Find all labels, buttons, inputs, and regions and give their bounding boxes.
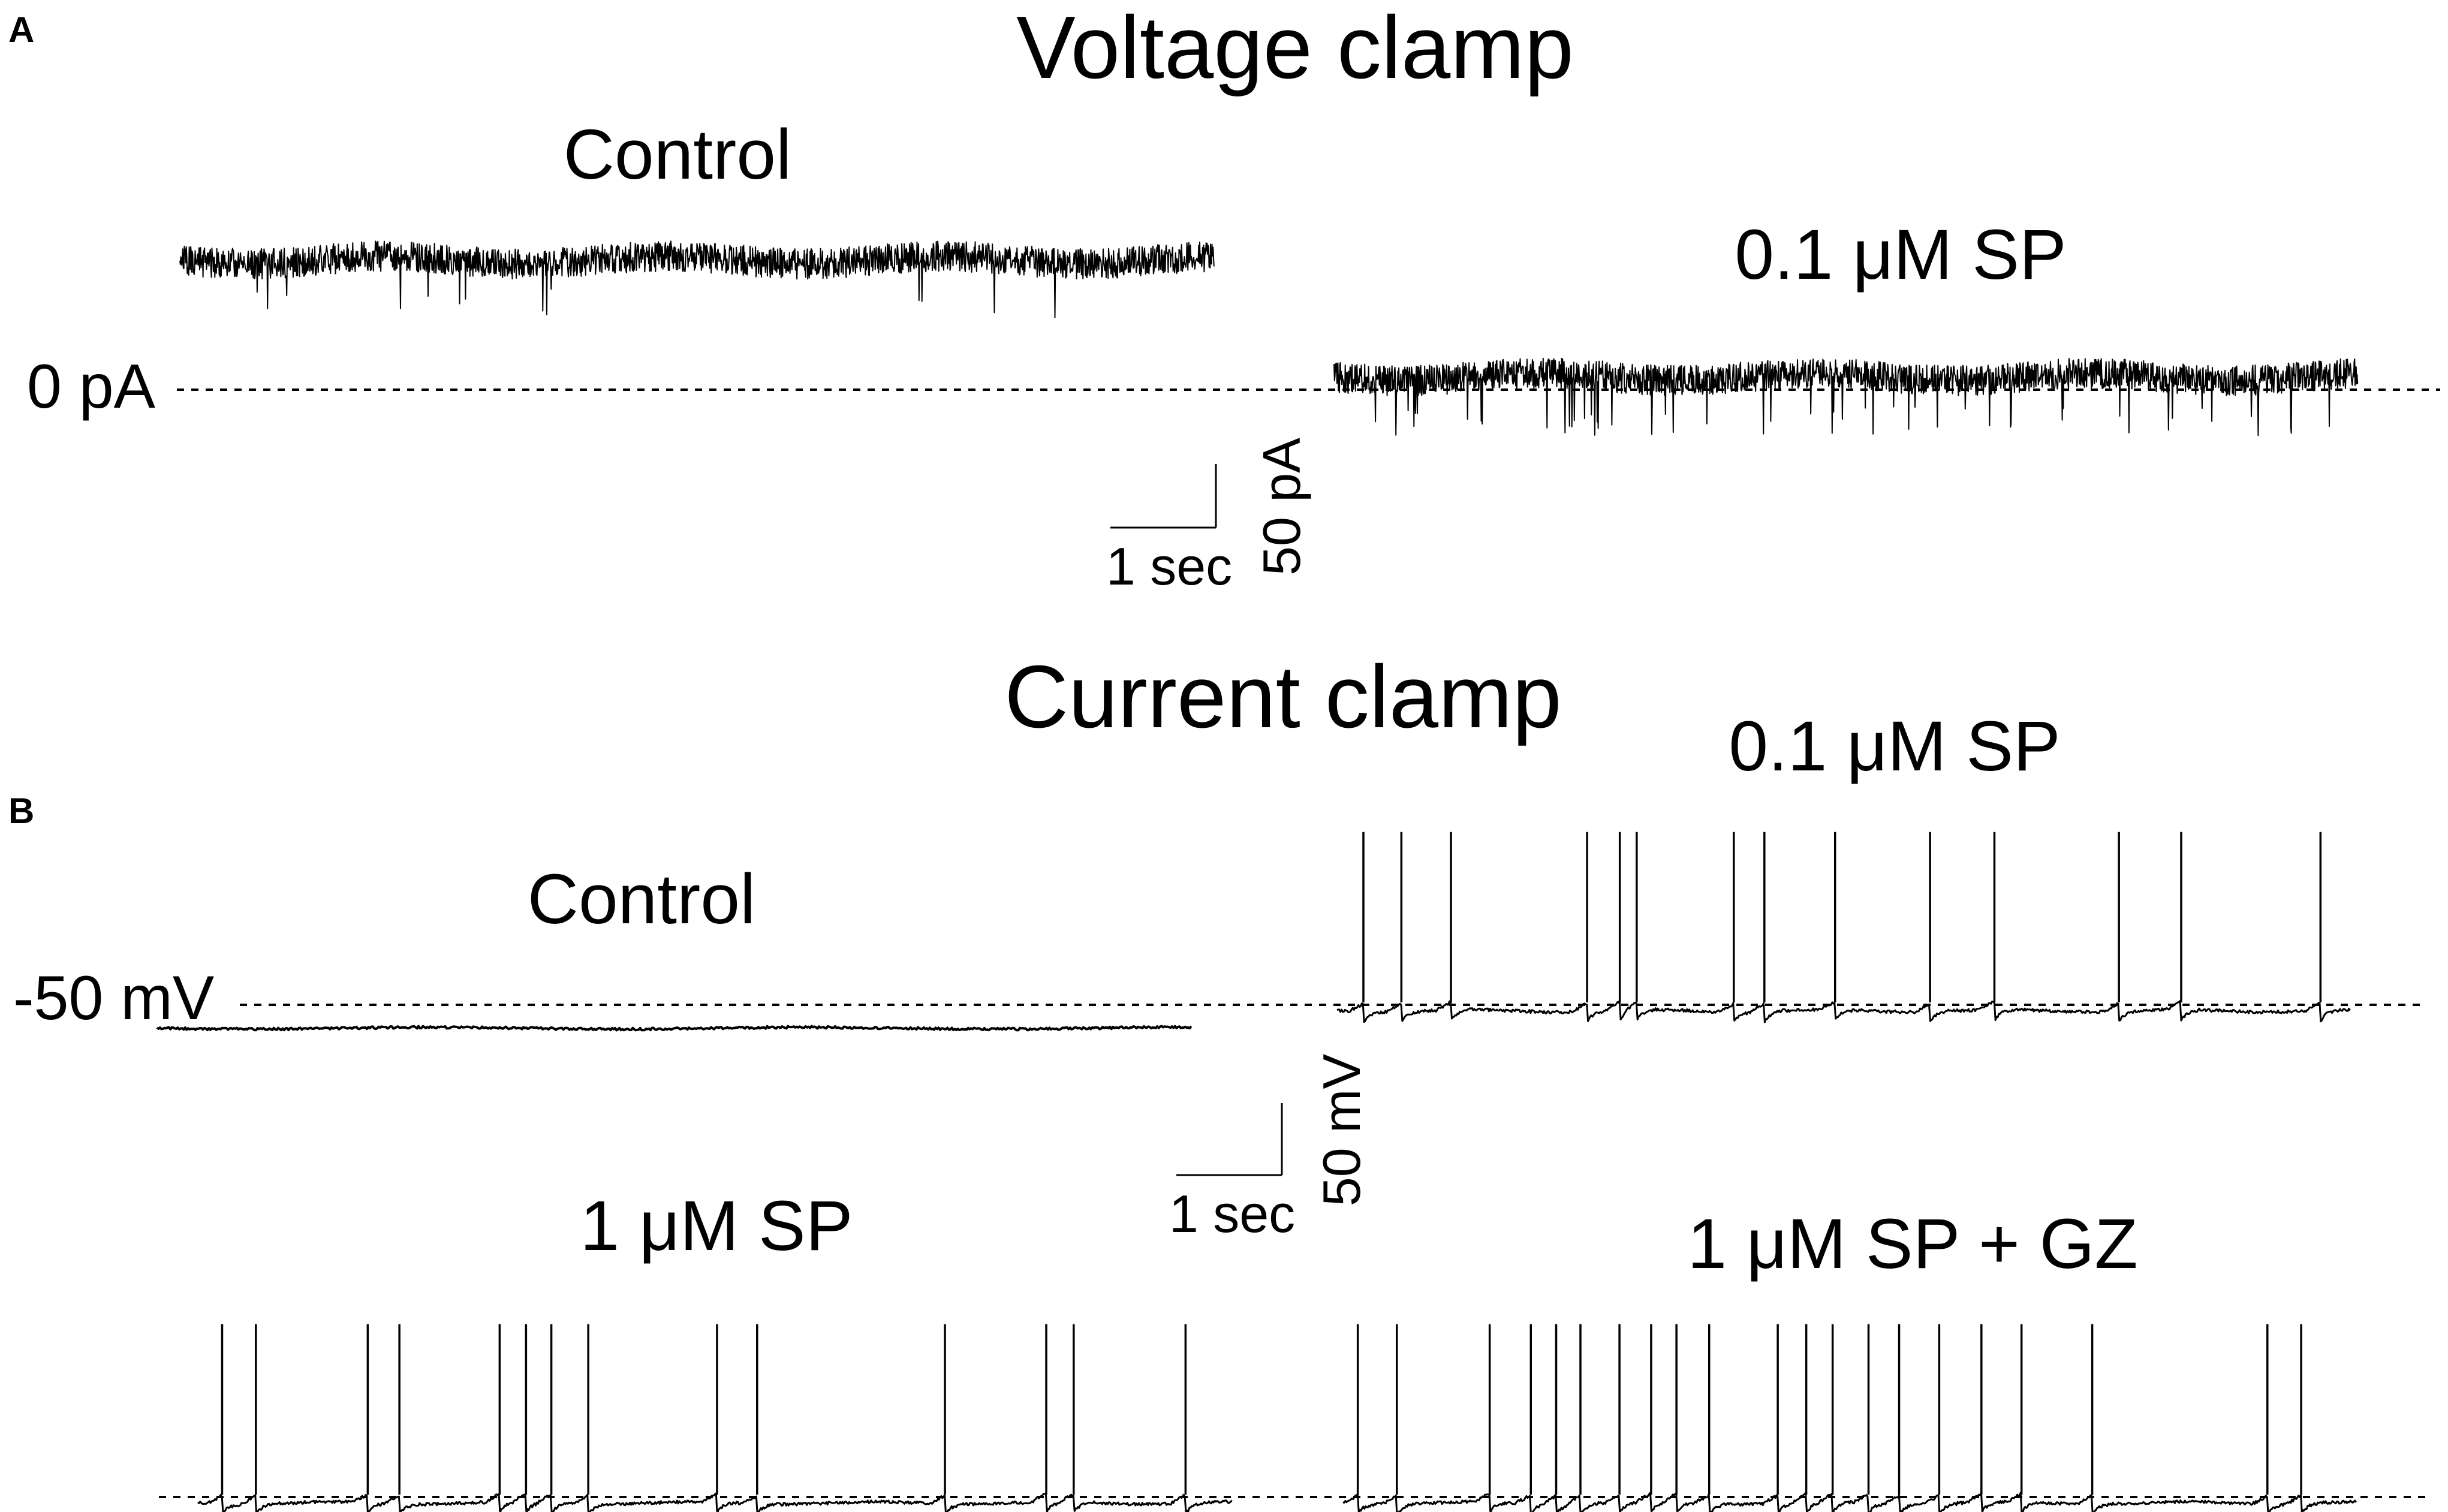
panel-b-reference-label: -50 mV [13,963,214,1033]
panel-b-spgz-spikes [1356,1324,2302,1495]
panel-b: B Current clamp Control 0.1 μM SP 1 μM S… [8,647,2425,1512]
panel-a-reference-label: 0 pA [27,352,156,421]
panel-b-sp1-trace [197,1492,1233,1512]
panel-b-spgz-trace [1342,1492,2357,1512]
panel-a-control-label: Control [564,115,791,194]
panel-b-letter: B [8,791,34,831]
panel-a-scale-bar: 1 sec 50 pA [1106,438,1311,596]
panel-b-sp1-label: 1 μM SP [580,1186,853,1266]
panel-b-scale-x-label: 1 sec [1169,1184,1295,1243]
panel-a-scale-x-label: 1 sec [1106,537,1232,596]
panel-a-letter: A [8,10,34,50]
panel-a-scale-y-label: 50 pA [1252,438,1311,576]
panel-a-control-trace [179,240,1215,318]
panel-b-sp1-spikes [221,1324,1187,1495]
panel-b-sp01-label: 0.1 μM SP [1729,707,2060,786]
panel-b-scale-y-label: 50 mV [1312,1054,1371,1207]
panel-b-control-label: Control [528,860,755,939]
panel-b-control-trace [156,1025,1193,1032]
panel-a: A Voltage clamp Control 0.1 μM SP 0 pA 1… [8,0,2440,596]
panel-b-sp01-spikes [1362,832,2322,1002]
panel-b-scale-bar: 1 sec 50 mV [1169,1054,1371,1243]
panel-b-sp01-trace [1336,999,2351,1023]
panel-a-sp-label: 0.1 μM SP [1735,215,2066,294]
panel-a-title: Voltage clamp [1016,0,1574,97]
panel-b-spgz-label: 1 μM SP + GZ [1687,1204,2137,1284]
panel-a-sp-trace [1333,357,2359,436]
panel-b-title: Current clamp [1004,647,1561,746]
